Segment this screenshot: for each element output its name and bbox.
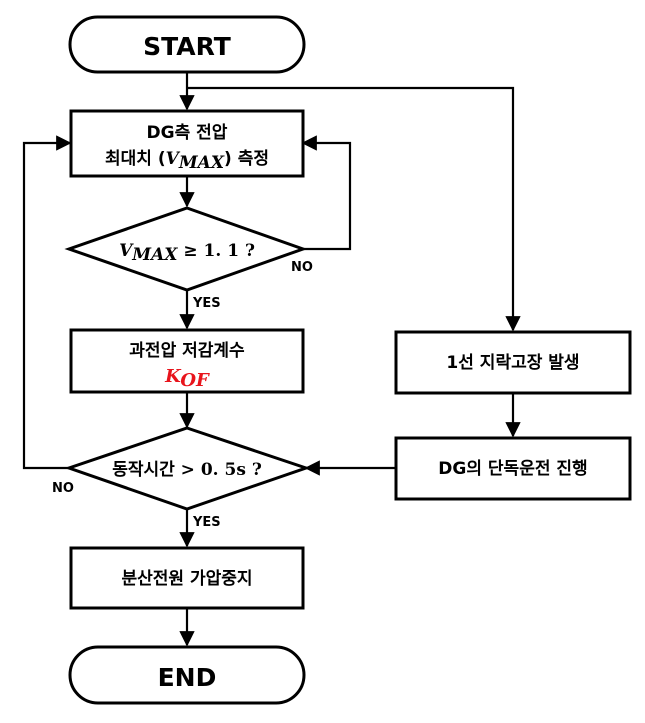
arrow-decision2-no-loop [22, 135, 72, 470]
measure-label-pre: 최대치 ( [105, 149, 166, 169]
ground-fault-box: 1선 지락고장 발생 [394, 330, 632, 395]
overvoltage-coefficient-box: 과전압 저감계수 KOF [69, 328, 305, 394]
decision2-cond: > 0. 5s ? [175, 460, 262, 480]
decision1-cond: ≥ 1. 1 ? [177, 241, 254, 261]
decision2-yes-label: YES [192, 515, 221, 530]
end-terminal: END [68, 645, 306, 705]
arrow-decision1-no-loop [301, 135, 352, 251]
k-of-label: KOF [164, 366, 210, 391]
stop-dg-box: 분산전원 가압중지 [69, 546, 305, 610]
decision1-yes-label: YES [192, 296, 221, 311]
start-label: START [143, 32, 231, 61]
start-terminal: START [68, 15, 306, 74]
k-of-sub: OF [180, 370, 210, 391]
island-label: DG의 단독운전 진행 [438, 459, 587, 479]
measure-label-post: ) 측정 [224, 149, 269, 169]
decision-vmax-threshold: VMAX ≥ 1. 1 ? YES NO [64, 206, 313, 311]
measure-vmax-box: DG측 전압 최대치 (VMAX) 측정 [69, 109, 305, 178]
connectors [22, 72, 521, 647]
decision1-var-v: V [119, 241, 134, 261]
decision-operation-time: 동작시간 > 0. 5s ? YES NO [52, 426, 311, 530]
decision2-label: 동작시간 > 0. 5s ? [112, 460, 262, 480]
decision2-pre: 동작시간 [112, 460, 175, 480]
islanding-box: DG의 단독운전 진행 [394, 436, 632, 501]
decision2-no-label: NO [52, 481, 74, 496]
overvoltage-label: 과전압 저감계수 [129, 340, 245, 361]
decision1-var-sub: MAX [131, 245, 178, 265]
measure-var-v: V [166, 149, 181, 169]
stop-label: 분산전원 가압중지 [121, 568, 252, 589]
decision1-label: VMAX ≥ 1. 1 ? [119, 241, 255, 265]
decision1-no-label: NO [291, 260, 313, 275]
end-label: END [158, 663, 217, 692]
fault-label: 1선 지락고장 발생 [446, 353, 579, 373]
measure-label-line2: 최대치 (VMAX) 측정 [105, 149, 269, 173]
arrow-start-to-fault [187, 86, 521, 332]
measure-label-line1: DG측 전압 [147, 122, 228, 143]
measure-var-sub: MAX [178, 153, 225, 173]
k-of-var: K [164, 366, 182, 387]
